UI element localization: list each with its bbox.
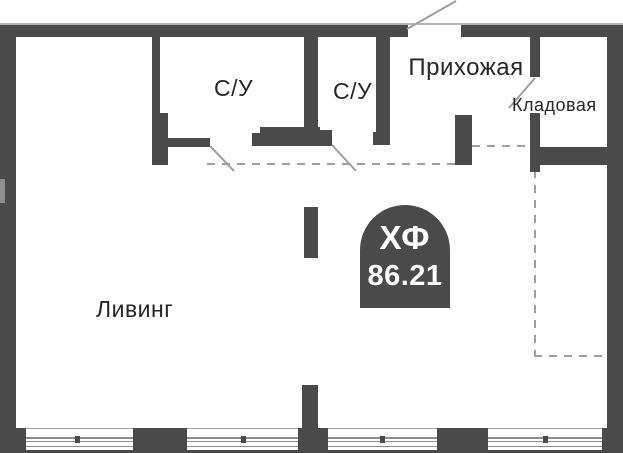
bathroom1-left-wall-upper: [152, 37, 160, 113]
storage-left-wall-upper: [530, 37, 540, 77]
wall-left: [0, 25, 16, 453]
bathroom1-door-swing: [209, 145, 235, 172]
window-pier: [298, 428, 328, 453]
zone-dash-hallway-left: [207, 163, 455, 165]
window-pier: [0, 428, 26, 453]
top-edge-line: [0, 23, 623, 25]
living-partition-stub-upper: [304, 207, 318, 258]
room-label-storage: Кладовая: [512, 95, 597, 115]
bathroom2-right-foot: [373, 132, 390, 145]
window-mullion: [543, 436, 548, 443]
bathroom2-door-swing: [331, 144, 357, 172]
room-label-living: Ливинг: [96, 296, 174, 322]
bathroom1-bottom-wall: [168, 138, 210, 147]
bottom-facade-line: [0, 450, 623, 453]
window-pier: [602, 428, 623, 453]
window-4: [488, 429, 602, 450]
entrance-door-swing: [406, 0, 457, 30]
window-glass-line: [488, 445, 602, 447]
zone-dash-kitchen-vertical: [534, 170, 536, 356]
room-label-hallway: Прихожая: [408, 54, 524, 81]
bathroom1-left-wall-lower: [152, 113, 168, 165]
window-pier: [133, 428, 187, 453]
zone-dash-hallway-right: [472, 145, 530, 147]
area-badge: ХФ 86.21: [360, 205, 450, 308]
window-glass-line: [26, 445, 133, 447]
window-3: [328, 429, 437, 450]
shaft-block-lip: [260, 127, 320, 134]
window-2: [187, 429, 300, 450]
zone-dash-kitchen-horizontal: [534, 355, 607, 357]
area-badge-type-code: ХФ: [379, 219, 431, 256]
room-label-bathroom-2: С/У: [333, 78, 373, 104]
room-label-bathroom-1: С/У: [214, 75, 254, 101]
bathroom-partition-foot: [295, 130, 332, 145]
window-mullion: [380, 436, 385, 443]
window-mullion: [75, 436, 80, 443]
window-glass-line: [328, 445, 437, 447]
bathroom-partition-wall: [304, 37, 318, 130]
window-pier: [437, 428, 488, 453]
storage-left-wall-lower: [530, 113, 540, 172]
hallway-pillar: [455, 115, 472, 165]
storage-bottom-wall: [538, 147, 623, 165]
wall-top-right: [461, 25, 623, 37]
wall-top-left: [0, 25, 408, 37]
wall-right: [607, 25, 623, 453]
window-glass-line: [187, 445, 300, 447]
area-badge-value: 86.21: [367, 260, 443, 292]
wall-left-slab-notch: [0, 179, 5, 203]
bathroom2-right-wall: [376, 37, 390, 132]
living-partition-stub-lower: [302, 385, 318, 428]
window-mullion: [241, 436, 246, 443]
window-1: [26, 429, 133, 450]
